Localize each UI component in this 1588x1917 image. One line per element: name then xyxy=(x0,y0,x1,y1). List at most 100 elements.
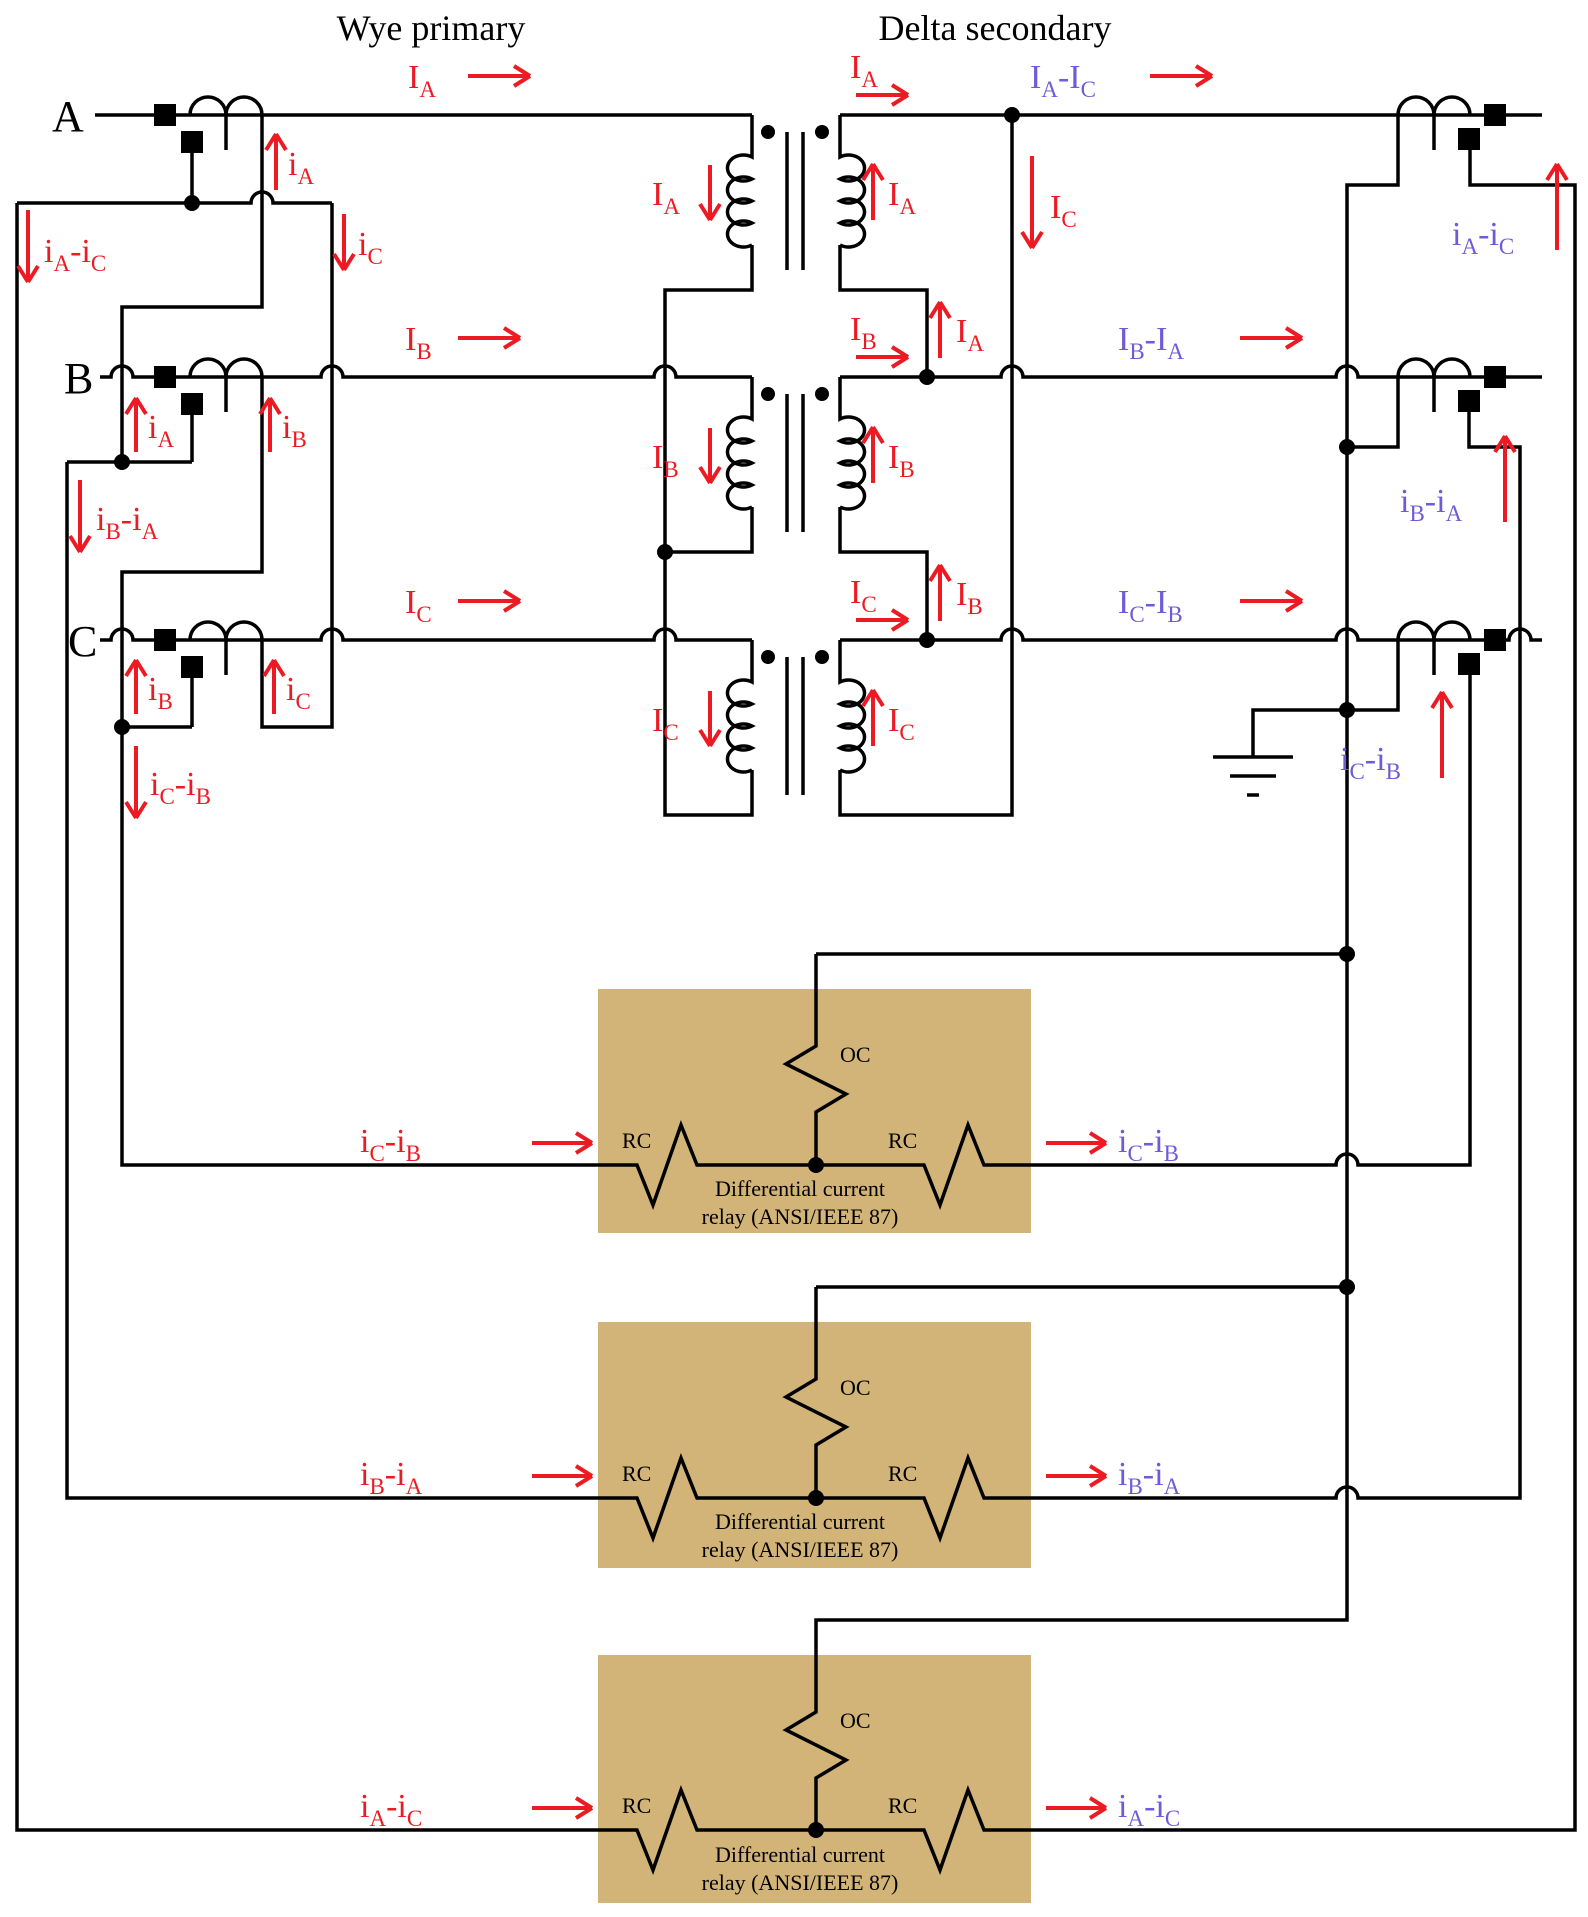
ct-return-bus xyxy=(782,115,1400,1830)
ct-current-label: iC xyxy=(358,226,383,269)
junction-dot xyxy=(1339,439,1355,455)
ct-a-left-secondary-square xyxy=(181,131,203,153)
ct-c-left-polarity-square xyxy=(154,629,176,651)
rc-label: RC xyxy=(888,1793,917,1818)
delta-secondary-title: Delta secondary xyxy=(879,8,1112,48)
ct-a-right-polarity-square xyxy=(1484,104,1506,126)
relay-name-line1: Differential current xyxy=(715,1176,885,1201)
wye-neutral-wiring xyxy=(663,245,754,817)
right-arrow-icon xyxy=(856,83,910,107)
up-arrow-icon xyxy=(928,300,952,358)
junction-dot xyxy=(114,719,130,735)
ct-a-terminal2-jog xyxy=(120,115,264,462)
right-arrow-icon xyxy=(1150,64,1214,88)
junction-dot xyxy=(919,632,935,648)
current-label: IB-IA xyxy=(1118,321,1184,364)
t3-core xyxy=(785,657,805,795)
ct-b-terminal2-jog xyxy=(120,377,264,727)
t2-primary-winding xyxy=(725,377,756,511)
junction-dot xyxy=(919,369,935,385)
ct-b-left-primary xyxy=(188,357,264,412)
up-arrow-icon xyxy=(861,425,885,483)
ground-wire xyxy=(1251,708,1347,757)
up-arrow-icon xyxy=(264,132,288,190)
up-arrow-icon xyxy=(124,658,148,714)
rc-label: RC xyxy=(622,1793,651,1818)
t1-core xyxy=(785,132,805,270)
ct-c-right-polarity-square xyxy=(1484,629,1506,651)
current-label: IA xyxy=(408,59,436,102)
delta-link-b-c xyxy=(838,507,929,640)
wye-primary-title: Wye primary xyxy=(337,8,526,48)
relay-name-line1: Differential current xyxy=(715,1842,885,1867)
junction-dot xyxy=(114,454,130,470)
junction-dots xyxy=(114,107,1355,1838)
t1-primary-winding xyxy=(725,115,756,249)
down-arrow-icon xyxy=(332,214,356,272)
ct-current-label: iA xyxy=(288,146,314,189)
ct-c-right-secondary-square xyxy=(1458,653,1480,675)
ct-current-label: iB-iA xyxy=(96,501,159,544)
right-arrow-icon xyxy=(1240,589,1304,613)
relay-circuits xyxy=(15,150,1577,1875)
ct-current-label: iC xyxy=(286,671,311,714)
winding-current-label: IA xyxy=(888,176,916,219)
junction-dot xyxy=(1339,702,1355,718)
right-cts xyxy=(782,95,1506,1830)
left-cts xyxy=(17,95,334,729)
rc-label: RC xyxy=(888,1128,917,1153)
relay-input-label: iB-iA xyxy=(360,1456,423,1499)
right-arrow-icon xyxy=(856,608,910,632)
t1-secondary-winding xyxy=(836,115,867,249)
relay-name-line2: relay (ANSI/IEEE 87) xyxy=(702,1537,899,1562)
t2-dot-secondary-icon xyxy=(815,387,829,401)
transformer-bank xyxy=(663,115,1014,817)
t2-core xyxy=(785,394,805,532)
t2-dot-primary-icon xyxy=(761,387,775,401)
phase-c-label: C xyxy=(68,617,97,666)
right-arrow-icon xyxy=(532,1464,594,1488)
down-arrow-icon xyxy=(698,428,722,485)
junction-dot xyxy=(184,195,200,211)
ct-a-right-primary xyxy=(1396,95,1472,150)
right-arrow-icon xyxy=(1046,1131,1108,1155)
junction-dot xyxy=(1339,1279,1355,1295)
current-arrows xyxy=(16,64,1569,1820)
ct-c-left-secondary-square xyxy=(181,656,203,678)
current-label: IC-IB xyxy=(1118,584,1183,627)
up-arrow-icon xyxy=(262,658,286,714)
relay-name-line2: relay (ANSI/IEEE 87) xyxy=(702,1870,899,1895)
phase-b-line-left xyxy=(100,364,752,379)
winding-current-label: IB xyxy=(888,439,915,482)
right-arrow-icon xyxy=(1046,1464,1108,1488)
ct-current-label: iB xyxy=(282,409,307,452)
delta-current-label: IB xyxy=(956,576,983,619)
ct-a-left-polarity-square xyxy=(154,104,176,126)
relay-name-line2: relay (ANSI/IEEE 87) xyxy=(702,1204,899,1229)
ct-b-left-polarity-square xyxy=(154,366,176,388)
t2-secondary-winding xyxy=(836,377,867,511)
rc-label: RC xyxy=(888,1461,917,1486)
phase-a-label: A xyxy=(52,92,84,141)
relay3-wire xyxy=(15,150,1577,1875)
ct-b-right-secondary-square xyxy=(1458,390,1480,412)
relay1-wire xyxy=(120,675,1472,1210)
winding-current-label: IB xyxy=(652,439,679,482)
relay-output-label: iC-iB xyxy=(1118,1123,1179,1166)
current-label: IA xyxy=(850,49,878,92)
winding-current-label: IC xyxy=(888,702,915,745)
junction-dot xyxy=(808,1490,824,1506)
ct-current-label: iB xyxy=(148,671,173,714)
right-arrow-icon xyxy=(458,589,522,613)
current-label: IB xyxy=(405,321,432,364)
current-label: IA-IC xyxy=(1030,59,1096,102)
up-arrow-icon xyxy=(928,563,952,621)
ct-b-left-secondary-square xyxy=(181,393,203,415)
junction-dot xyxy=(1339,946,1355,962)
delta-current-label: IA xyxy=(956,313,984,356)
phase-lines xyxy=(95,113,1542,642)
up-arrow-icon xyxy=(1545,162,1569,250)
right-arrow-icon xyxy=(458,326,522,350)
